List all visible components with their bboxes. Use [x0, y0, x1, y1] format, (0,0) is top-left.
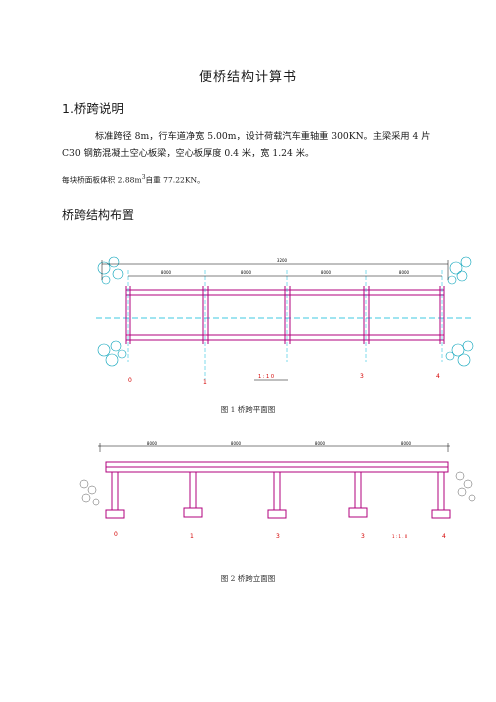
section-heading-span-description: 1.桥跨说明: [62, 101, 124, 116]
dimension-lines: [98, 443, 450, 452]
elev-span-dim-3: 8000: [315, 441, 326, 446]
plan-total-dim: 3200: [277, 258, 288, 263]
plan-scale-text: 1 : 1 0: [258, 374, 274, 380]
span-description-paragraph: 标准跨径 8m，行车道净宽 5.00m，设计荷载汽车重轴重 300KN。主梁采用…: [62, 131, 431, 159]
plan-pier-label-4: 4: [436, 373, 440, 380]
deck-weight-text: 自重 77.22KN。: [145, 175, 205, 185]
plan-pier-label-3: 3: [360, 373, 364, 380]
elev-pier-label-0: 0: [114, 531, 118, 538]
elev-pier-label-3b: 3: [361, 533, 365, 540]
rock-hatching-right: [455, 471, 476, 502]
plan-span-dim-2: 8000: [241, 270, 252, 275]
elev-pier-label-3a: 3: [276, 533, 280, 540]
document-title: 便桥结构计算书: [198, 70, 297, 85]
bridge-plan-drawing: 3200 8000 8000 8000 8000 0 1 3 4 1 : 1 0: [96, 256, 474, 386]
rock-hatching-right: [445, 256, 474, 367]
piers: [105, 472, 451, 519]
volume-unit-superscript: 3: [141, 174, 146, 181]
plan-pier-label-0: 0: [128, 377, 132, 384]
plan-span-dim-1: 8000: [161, 270, 172, 275]
plan-span-dim-3: 8000: [321, 270, 332, 275]
rock-hatching-left: [79, 479, 100, 506]
elev-span-dim-4: 8000: [401, 441, 412, 446]
figure1-caption: 图 1 桥跨平面图: [220, 405, 276, 414]
pier-lines: [125, 286, 445, 344]
elev-scale-text: 1 : 1 . 0: [392, 534, 408, 539]
deck-volume-text: 每块桥面板体积 2.88m: [62, 175, 142, 185]
elev-pier-label-4: 4: [442, 533, 446, 540]
elev-span-dim-1: 8000: [147, 441, 158, 446]
deck-volume-paragraph: 每块桥面板体积 2.88m3自重 77.22KN。: [62, 174, 205, 186]
section-heading-layout: 桥跨结构布置: [62, 208, 135, 222]
figure2-caption: 图 2 桥跨立面图: [220, 574, 276, 583]
dimension-lines: [101, 260, 449, 280]
bridge-elevation-drawing: 8000 8000 8000 8000 0 1 3 3 1 : 1 . 0 4: [79, 441, 476, 540]
deck-beam: [105, 461, 449, 473]
elev-span-dim-2: 8000: [231, 441, 242, 446]
plan-span-dim-4: 8000: [399, 270, 410, 275]
axis-verticals: [127, 270, 443, 380]
plan-pier-label-1: 1: [203, 379, 207, 386]
elev-pier-label-1: 1: [190, 533, 194, 540]
